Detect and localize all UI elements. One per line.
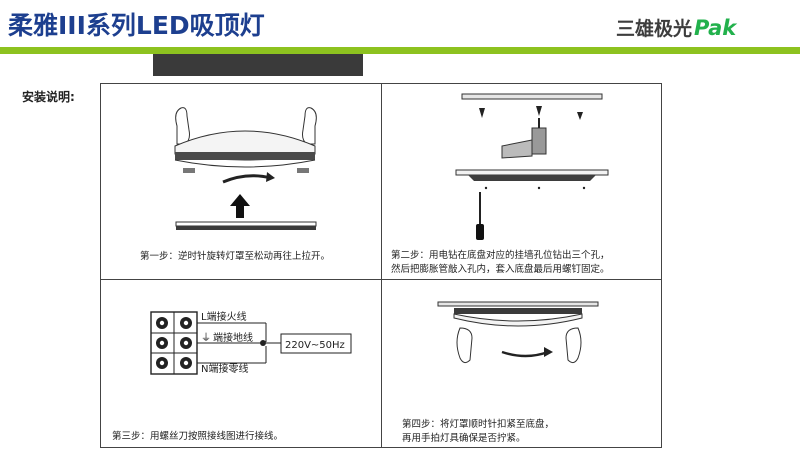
section-label: 安装说明: — [22, 90, 75, 104]
ground-icon: ⏚ — [201, 332, 211, 344]
step2-caption-line2: 然后把膨胀管敲入孔内，套入底盘最后用螺钉固定。 — [391, 264, 610, 275]
wiring-voltage: 220V~50Hz — [285, 340, 345, 351]
brand-name-en: Pak — [694, 16, 737, 40]
page-title: 柔雅III系列LED吸顶灯 — [8, 11, 265, 40]
step1-caption: 第一步：逆时针旋转灯罩至松动再往上拉开。 — [140, 251, 331, 262]
step4-caption-line1: 第四步：将灯罩顺时针扣紧至底盘， — [402, 419, 555, 430]
grid-border-right — [661, 83, 662, 448]
step1-illustration — [174, 107, 317, 230]
step4-illustration — [437, 301, 599, 364]
wiring-live-label: L端接火线 — [201, 310, 247, 323]
grid-border-left — [100, 83, 101, 448]
grid-border-center — [381, 83, 382, 448]
wiring-ground-label: 端接地线 — [213, 331, 253, 344]
wiring-neutral-label: N端接零线 — [201, 362, 248, 375]
header-accent-bar — [0, 47, 800, 54]
brand-logo: 三雄极光Pak — [616, 14, 736, 41]
step4-caption-line2: 再用手拍灯具确保是否拧紧。 — [402, 433, 526, 444]
header-dark-bar — [153, 54, 363, 76]
brand-name-cn: 三雄极光 — [616, 18, 693, 40]
step3-caption: 第三步：用螺丝刀按照接线图进行接线。 — [112, 431, 284, 442]
step2-illustration — [455, 93, 609, 240]
step2-caption-line1: 第二步：用电钻在底盘对应的挂墙孔位钻出三个孔， — [391, 250, 610, 261]
step3-wiring-diagram: 220V~50Hz L端接火线 ⏚ 端接地线 N端接零线 — [150, 310, 352, 375]
